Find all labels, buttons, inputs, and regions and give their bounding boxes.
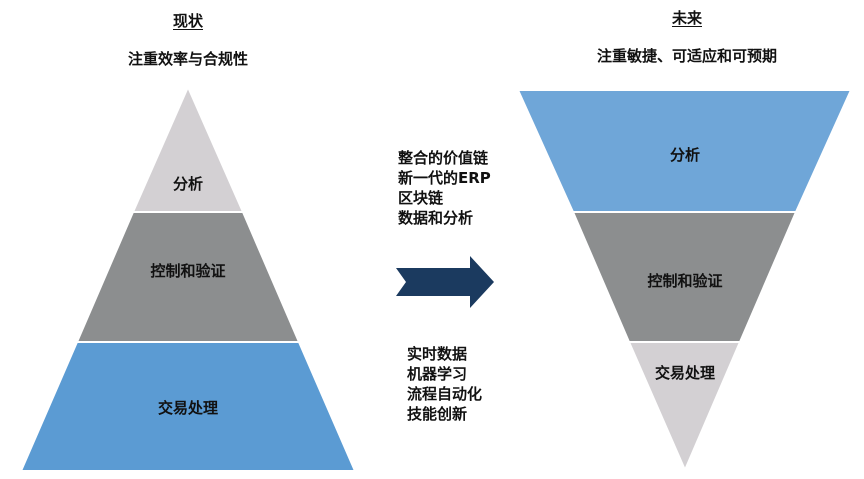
list-item: 数据和分析: [398, 209, 474, 227]
current-tier-control-label: 控制和验证: [150, 262, 225, 280]
list-item: 技能创新: [407, 405, 468, 423]
list-item: 区块链: [398, 189, 444, 207]
enablers-list-bottom: 实时数据 机器学习 流程自动化 技能创新: [407, 344, 482, 424]
future-subheading: 注重敏捷、可适应和可预期: [596, 47, 778, 65]
future-tier-transactions-label: 交易处理: [655, 364, 715, 382]
future-pyramid: 分析 控制和验证 交易处理: [516, 89, 853, 473]
future-heading: 未来: [671, 9, 703, 27]
current-tier-analysis-label: 分析: [173, 175, 203, 193]
list-item: 整合的价值链: [398, 149, 489, 167]
list-item: 新一代的ERP: [398, 169, 491, 187]
list-item: 流程自动化: [407, 385, 483, 403]
future-tier-control-label: 控制和验证: [647, 272, 722, 290]
future-tier-transactions: [627, 341, 742, 473]
list-item: 实时数据: [407, 345, 468, 363]
current-tier-analysis: [131, 84, 245, 213]
future-tier-analysis-label: 分析: [670, 146, 700, 164]
transition-arrow-icon: [396, 256, 494, 308]
current-tier-transactions: [19, 341, 357, 472]
current-tier-transactions-label: 交易处理: [158, 399, 218, 417]
current-heading: 现状: [172, 12, 204, 30]
enablers-list-top: 整合的价值链 新一代的ERP 区块链 数据和分析: [398, 148, 491, 228]
current-subheading: 注重效率与合规性: [127, 50, 249, 68]
current-pyramid: 分析 控制和验证 交易处理: [19, 84, 357, 472]
list-item: 机器学习: [407, 365, 468, 383]
